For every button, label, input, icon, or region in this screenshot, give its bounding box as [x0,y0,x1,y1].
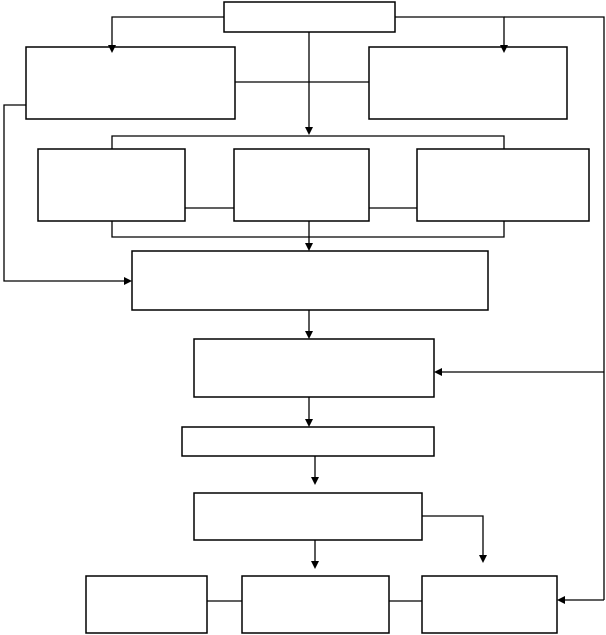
connector-right-bus [504,16,605,600]
arrowhead-center-2 [311,477,319,485]
node-upper-left [25,46,236,120]
bracket-middle-top [111,135,505,149]
node-top [223,1,396,33]
arrowhead-bottom-center [311,561,319,569]
node-bottom-center [241,575,390,634]
arrowhead-right-branch [479,555,487,563]
node-middle-right [416,148,590,222]
arrowhead-left-bus [124,277,132,285]
node-center-2 [193,492,423,541]
arrowhead-narrow-bar [305,419,313,427]
node-upper-right [368,46,568,120]
arrowhead-bottom-right [557,596,565,604]
node-bottom-left [85,575,208,634]
node-middle-center [233,148,370,222]
connector-left-bus [3,104,124,282]
arrowhead-center-down [305,127,313,135]
connector-top-to-upper-right [395,16,505,45]
node-bottom-right [421,575,558,634]
connector-center-2-right [422,515,484,555]
arrowhead-upper-left [108,45,116,53]
node-center-1 [193,338,435,398]
node-wide-merge [131,250,489,311]
bracket-middle-bottom [111,221,505,238]
arrowhead-upper-right [500,45,508,53]
node-middle-left [37,148,186,222]
arrowhead-center-1 [305,331,313,339]
connector-top-to-upper-left [111,16,224,45]
node-narrow-bar [181,426,435,457]
arrowhead-right-bus-center-1 [434,368,442,376]
arrowhead-wide-merge [305,243,313,251]
